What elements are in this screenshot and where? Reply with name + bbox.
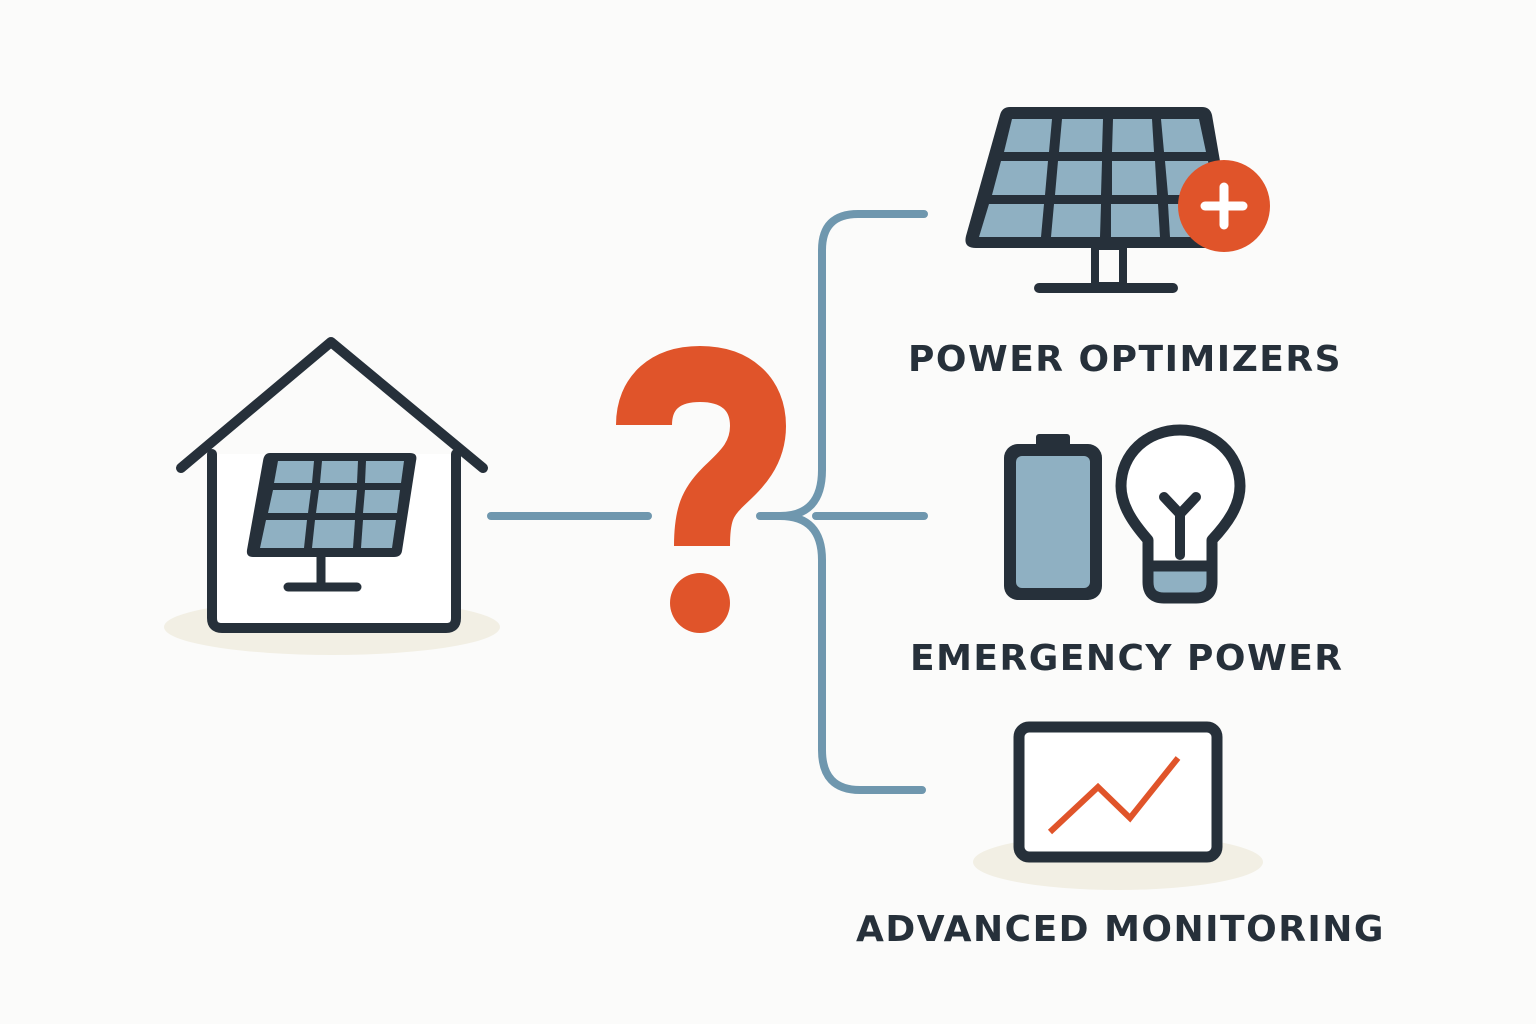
branch-bracket (779, 210, 928, 794)
question-hook (616, 346, 786, 547)
battery-icon (1004, 434, 1102, 600)
monitor-chart-icon (973, 721, 1263, 890)
emergency-power-label: EMERGENCY POWER (910, 638, 1344, 679)
house-solar-panel (246, 453, 417, 557)
house-panel-stand (283, 555, 362, 592)
house-with-solar-panel-icon (164, 337, 500, 655)
question-dot (670, 573, 730, 633)
house-roof (176, 337, 488, 473)
advanced-monitoring-label: ADVANCED MONITORING (856, 909, 1385, 950)
light-bulb-icon (1115, 424, 1246, 604)
question-mark-icon (616, 346, 786, 633)
connector-lines (487, 210, 928, 794)
power-optimizers-label: POWER OPTIMIZERS (908, 339, 1343, 380)
solar-panel-plus-icon (965, 107, 1270, 293)
